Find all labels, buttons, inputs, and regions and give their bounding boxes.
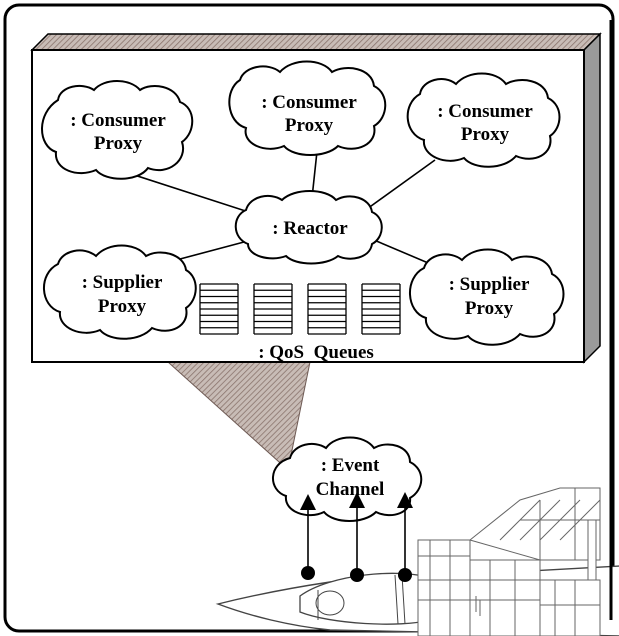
- queue-icon: [253, 283, 293, 335]
- event-channel-line2: Channel: [316, 479, 385, 500]
- qos-queues-label: : QoS Queues: [258, 342, 374, 363]
- consumer-proxy-left-cloud: : Consumer Proxy: [41, 80, 194, 180]
- event-channel-line1: : Event: [321, 455, 380, 476]
- consumer-proxy-right-line1: : Consumer: [437, 101, 533, 122]
- cloud-icon: [234, 190, 383, 265]
- supplier-proxy-left-cloud: : Supplier Proxy: [43, 244, 197, 340]
- sensor-dot-right: [398, 568, 412, 582]
- consumer-proxy-left-line2: Proxy: [94, 133, 143, 154]
- box-side-face: [583, 32, 601, 364]
- consumer-proxy-middle-line1: : Consumer: [261, 92, 357, 113]
- supplier-proxy-left-line2: Proxy: [98, 296, 147, 317]
- consumer-proxy-left-line1: : Consumer: [70, 110, 166, 131]
- supplier-proxy-left-line1: : Supplier: [82, 272, 163, 293]
- consumer-proxy-right-cloud: : Consumer Proxy: [406, 72, 561, 168]
- supplier-proxy-right-line2: Proxy: [465, 298, 514, 319]
- consumer-proxy-middle-cloud: : Consumer Proxy: [228, 60, 387, 156]
- link-consumer-left-reactor: [124, 171, 259, 216]
- box-top-face: [30, 33, 602, 51]
- reactor-label: : Reactor: [272, 218, 348, 239]
- consumer-proxy-right-line2: Proxy: [461, 124, 510, 145]
- aircraft-icon: [215, 487, 619, 636]
- consumer-proxy-middle-line2: Proxy: [285, 115, 334, 136]
- queue-icon: [199, 283, 239, 335]
- supplier-proxy-right-line1: : Supplier: [449, 274, 530, 295]
- reactor-cloud: : Reactor: [234, 190, 383, 265]
- queue-icon: [307, 283, 347, 335]
- queue-icon: [361, 283, 401, 335]
- event-channel-cloud: : Event Channel: [272, 436, 423, 522]
- cloud-icon: [406, 72, 561, 168]
- supplier-proxy-right-cloud: : Supplier Proxy: [409, 248, 565, 346]
- cloud-icon: [409, 248, 565, 346]
- cloud-icon: [43, 244, 197, 340]
- sensor-dot-middle: [350, 568, 364, 582]
- sensor-dot-left: [301, 566, 315, 580]
- cloud-icon: [41, 80, 194, 180]
- link-consumer-right-reactor: [359, 159, 436, 215]
- cloud-icon: [228, 60, 387, 156]
- event-arrows: [300, 492, 413, 582]
- qos-queues: : QoS Queues: [199, 283, 401, 363]
